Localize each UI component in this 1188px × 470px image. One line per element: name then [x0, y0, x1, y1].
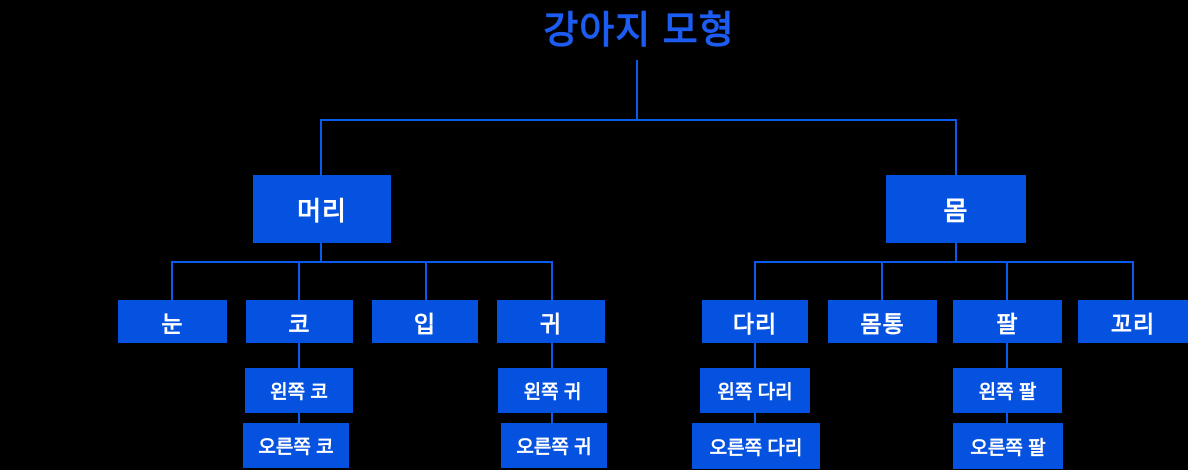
connector-arm-down [1006, 343, 1008, 368]
connector-nose-down [298, 343, 300, 368]
connector-to-nose [298, 261, 300, 300]
node-head: 머리 [253, 175, 391, 243]
connector-arm-mid [1006, 413, 1008, 423]
connector-head-out [320, 243, 322, 263]
connector-to-arm [1006, 261, 1008, 300]
connector-to-head [320, 119, 322, 175]
connector-to-body [955, 119, 957, 175]
node-tail: 꼬리 [1078, 300, 1188, 343]
node-mouth: 입 [372, 300, 478, 343]
node-left-leg: 왼쪽 다리 [700, 368, 810, 413]
connector-to-ear [551, 261, 553, 300]
node-nose: 코 [246, 300, 353, 343]
connector-body-horizontal [754, 261, 1134, 263]
connector-to-mouth [425, 261, 427, 300]
node-arm: 팔 [953, 300, 1062, 343]
connector-to-leg [754, 261, 756, 300]
node-leg: 다리 [702, 300, 808, 343]
connector-to-tail [1132, 261, 1134, 300]
node-right-arm: 오른쪽 팔 [953, 423, 1063, 469]
node-eye: 눈 [118, 300, 227, 343]
node-right-ear: 오른쪽 귀 [501, 423, 607, 468]
connector-nose-mid [298, 413, 300, 423]
node-right-nose: 오른쪽 코 [243, 423, 349, 468]
node-left-ear: 왼쪽 귀 [498, 368, 607, 413]
connector-leg-down [754, 343, 756, 368]
connector-body-out [955, 243, 957, 263]
connector-level1-horizontal [320, 119, 957, 121]
node-left-nose: 왼쪽 코 [245, 368, 353, 413]
node-torso: 몸통 [828, 300, 937, 343]
diagram-title: 강아지 모형 [543, 10, 735, 52]
node-left-arm: 왼쪽 팔 [953, 368, 1062, 413]
connector-root-drop [636, 60, 638, 120]
node-ear: 귀 [497, 300, 605, 343]
connector-to-eye [171, 261, 173, 300]
connector-head-horizontal [171, 261, 553, 263]
node-body: 몸 [886, 175, 1026, 243]
node-right-leg: 오른쪽 다리 [692, 423, 820, 469]
connector-ear-mid [551, 413, 553, 423]
connector-ear-down [551, 343, 553, 368]
connector-to-torso [881, 261, 883, 300]
connector-leg-mid [754, 413, 756, 423]
